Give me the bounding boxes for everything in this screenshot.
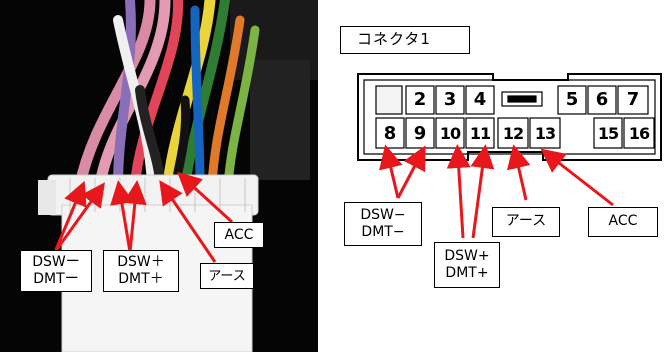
pin-3: 3 <box>443 89 457 110</box>
pin-4: 4 <box>473 89 487 110</box>
diagram-label-dmt-minus: DMT− <box>361 224 405 240</box>
diagram-label-acc: ACC <box>588 207 658 237</box>
photo-label-dmt-minus: DMTー <box>33 271 79 287</box>
diagram-label-dsw-minus: DSW− <box>360 207 406 223</box>
pin-8: 8 <box>383 123 397 144</box>
diagram-label-dsw-plus: DSW+ <box>444 248 490 264</box>
photo-label-dsw-dmt-minus: DSWー DMTー <box>20 250 92 292</box>
pin-16: 16 <box>628 124 650 143</box>
connector-title: コネクタ1 <box>340 26 470 54</box>
pin-9: 9 <box>413 123 427 144</box>
diagram-label-dmt-plus: DMT+ <box>445 265 489 281</box>
diagram-arrows <box>379 144 614 239</box>
diagram-label-dsw-dmt-minus: DSW− DMT− <box>344 202 422 246</box>
photo-label-dsw-plus: DSW＋ <box>117 254 165 270</box>
pin-6: 6 <box>595 89 609 110</box>
pin-2: 2 <box>413 89 427 110</box>
photo-illustration <box>0 0 318 352</box>
pin-10: 10 <box>439 124 461 143</box>
connector-outline <box>357 73 662 239</box>
wire-bundle <box>74 0 260 191</box>
diagram-label-earth: アース <box>492 207 560 237</box>
diagram-label-dsw-dmt-plus: DSW+ DMT+ <box>434 242 500 288</box>
pin-12: 12 <box>502 124 524 143</box>
photo-label-dmt-plus: DMT＋ <box>118 271 164 287</box>
connector-diagram: コネクタ1 <box>318 0 667 352</box>
photo-label-acc: ACC <box>214 222 264 248</box>
connector-photo: DSWー DMTー DSW＋ DMT＋ アース ACC <box>0 0 318 352</box>
pin-5: 5 <box>565 89 579 110</box>
pin-13: 13 <box>534 124 556 143</box>
pin-11: 11 <box>469 124 491 143</box>
photo-label-dsw-minus: DSWー <box>32 254 80 270</box>
pin-15: 15 <box>597 124 619 143</box>
photo-label-dsw-dmt-plus: DSW＋ DMT＋ <box>103 250 179 292</box>
photo-arrows <box>53 171 234 263</box>
photo-label-earth: アース <box>200 263 254 289</box>
pin-7: 7 <box>626 89 640 110</box>
